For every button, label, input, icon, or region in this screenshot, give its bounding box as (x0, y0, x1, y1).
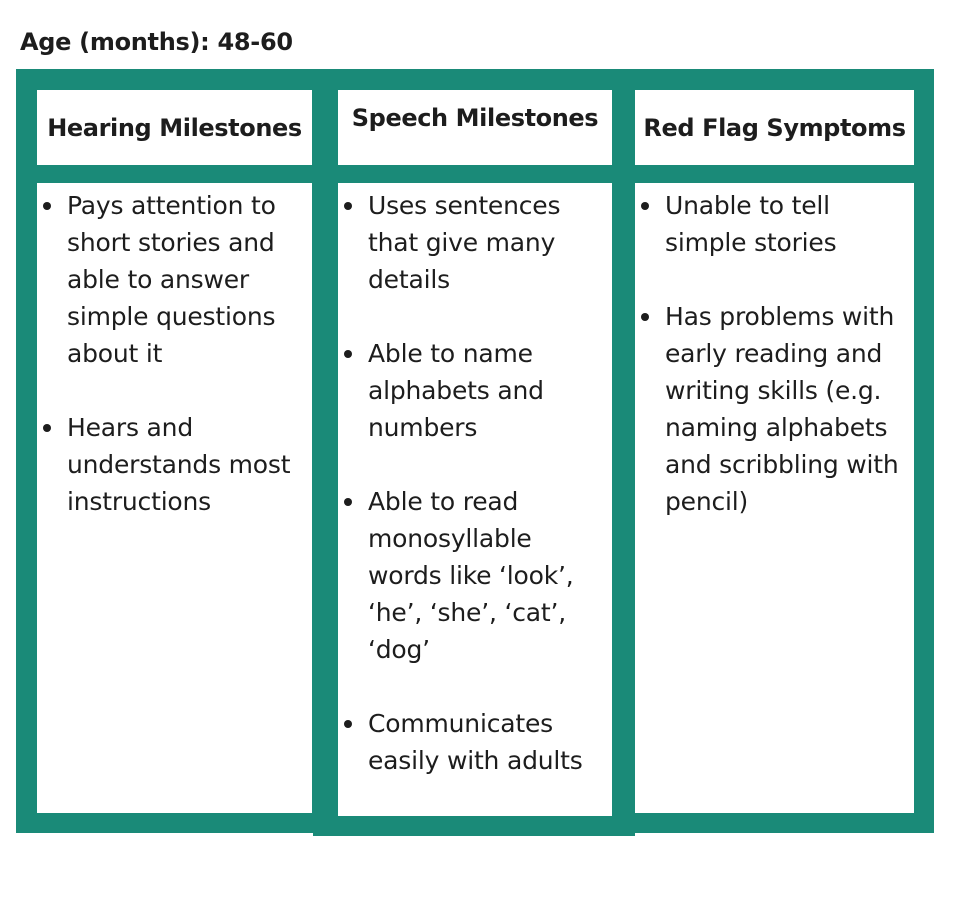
red-flag-symptoms-column: Red Flag Symptoms Unable to tell simple … (630, 69, 934, 833)
list-item: Able to name alphabets and numbers (338, 335, 606, 446)
hearing-milestones-header: Hearing Milestones (37, 90, 312, 165)
list-item: Hears and understands most instructions (37, 409, 299, 520)
list-item: Uses sentences that give many details (338, 187, 606, 298)
speech-milestones-list: Uses sentences that give many details Ab… (338, 183, 606, 779)
hearing-milestones-list: Pays attention to short stories and able… (37, 183, 299, 520)
list-item: Able to read monosyllable words like ‘lo… (338, 483, 606, 668)
list-item: Has problems with early reading and writ… (635, 298, 910, 520)
list-item: Communicates easily with adults (338, 705, 606, 779)
red-flag-symptoms-list-box: Unable to tell simple stories Has proble… (635, 183, 914, 813)
red-flag-symptoms-header: Red Flag Symptoms (635, 90, 914, 165)
hearing-milestones-column: Hearing Milestones Pays attention to sho… (16, 69, 318, 833)
speech-milestones-column: Speech Milestones Uses sentences that gi… (313, 69, 635, 836)
red-flag-symptoms-list: Unable to tell simple stories Has proble… (635, 183, 910, 520)
speech-milestones-header: Speech Milestones (338, 90, 612, 165)
list-item: Pays attention to short stories and able… (37, 187, 299, 372)
hearing-milestones-list-box: Pays attention to short stories and able… (37, 183, 312, 813)
speech-milestones-list-box: Uses sentences that give many details Ab… (338, 183, 612, 816)
list-item: Unable to tell simple stories (635, 187, 910, 261)
age-range-title: Age (months): 48-60 (20, 28, 293, 56)
